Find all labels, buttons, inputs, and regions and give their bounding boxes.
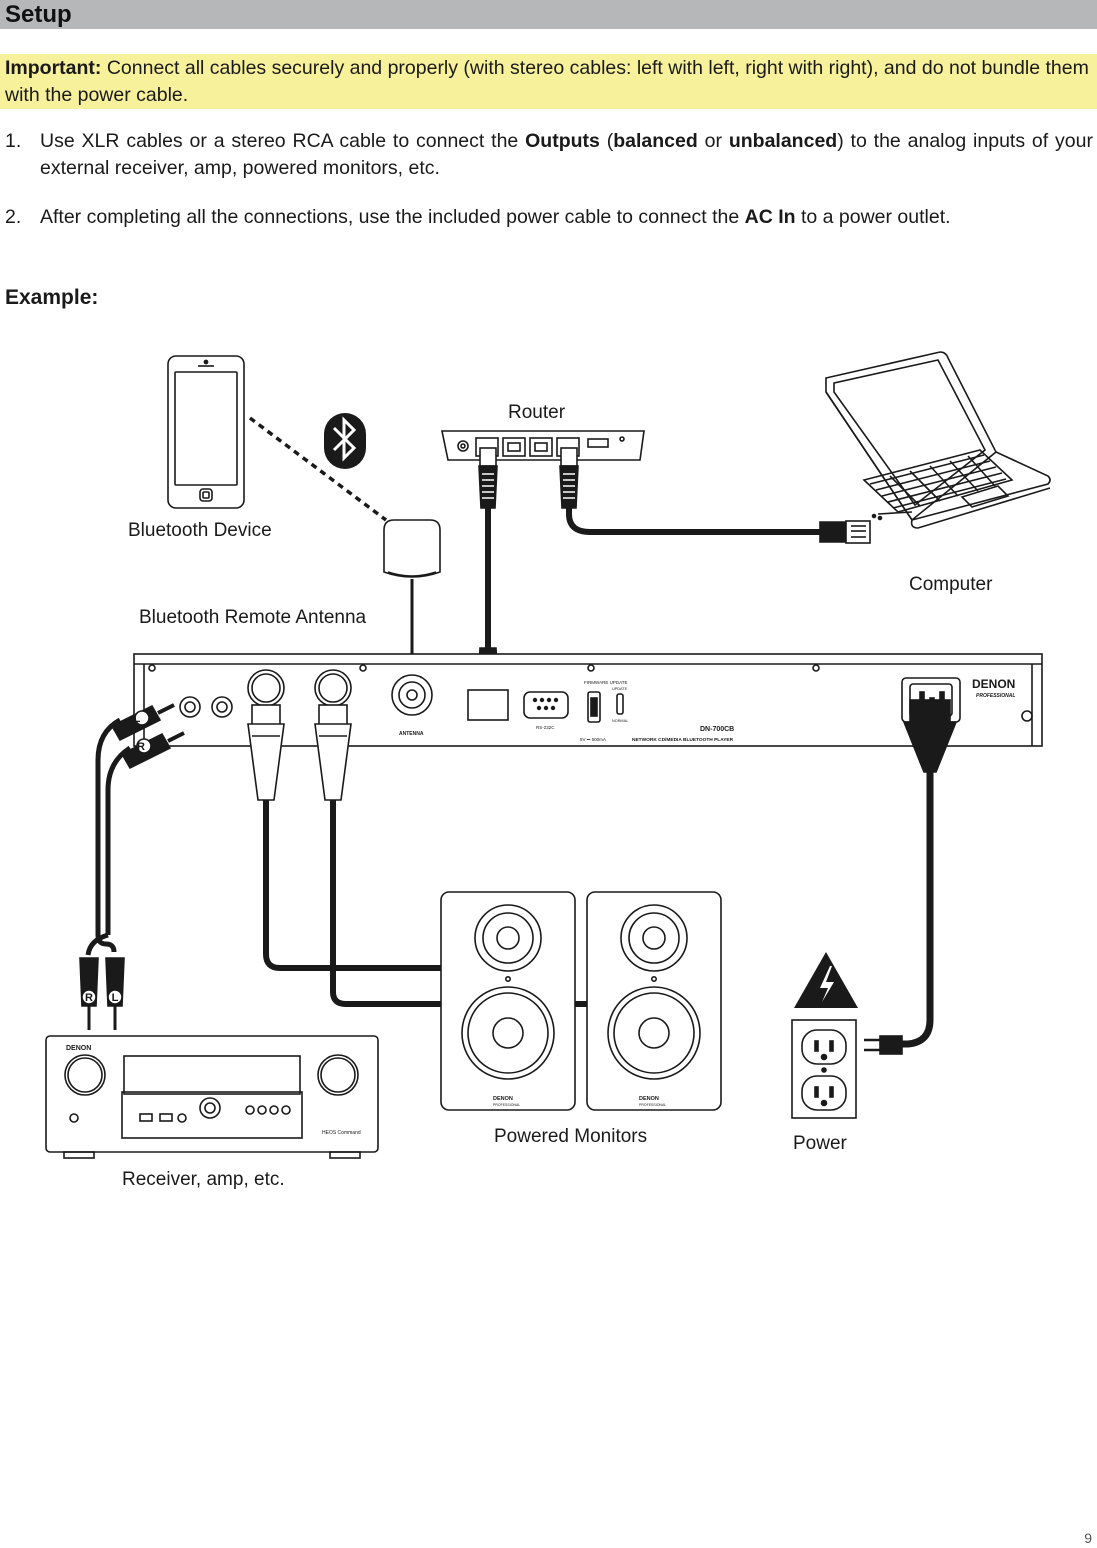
electrical-warning-icon bbox=[794, 952, 858, 1008]
step-1: 1. Use XLR cables or a stereo RCA cable … bbox=[0, 128, 1097, 182]
step-text: Use XLR cables or a stereo RCA cable to … bbox=[40, 130, 526, 152]
term-ac-in: AC In bbox=[744, 206, 796, 228]
important-label: Important: bbox=[5, 57, 102, 79]
antenna-port-label: ANTENNA bbox=[399, 731, 424, 737]
bluetooth-icon bbox=[324, 413, 366, 469]
step-text: or bbox=[697, 130, 729, 152]
firmware-label: FIRMWARE UPDATE bbox=[584, 680, 628, 685]
monitor-left bbox=[440, 891, 576, 1111]
receiver-brand: DENON bbox=[66, 1045, 91, 1052]
monitor-left-brand: DENON bbox=[493, 1096, 513, 1102]
steps-list: 1. Use XLR cables or a stereo RCA cable … bbox=[0, 128, 1097, 253]
step-number: 1. bbox=[5, 130, 22, 152]
router-icon bbox=[441, 430, 645, 461]
step-text: ( bbox=[599, 130, 614, 152]
receiver-icon bbox=[45, 1035, 379, 1159]
rca-label-r: R bbox=[137, 741, 145, 753]
example-heading: Example: bbox=[5, 286, 99, 309]
step-text: ) to the analog inputs of your external … bbox=[40, 130, 1093, 179]
xlr-cable-left bbox=[247, 704, 448, 971]
antenna-icon bbox=[383, 519, 441, 578]
step-text: to a power outlet. bbox=[795, 206, 951, 228]
label-receiver: Receiver, amp, etc. bbox=[122, 1169, 285, 1190]
label-powered-monitors: Powered Monitors bbox=[494, 1126, 647, 1147]
unit-brand: DENON bbox=[972, 677, 1015, 691]
laptop-icon bbox=[825, 351, 1051, 529]
ethernet-cable-computer bbox=[559, 447, 871, 544]
label-router: Router bbox=[508, 402, 566, 423]
important-text: Connect all cables securely and properly… bbox=[5, 57, 1089, 106]
monitor-right-brand: DENON bbox=[639, 1096, 659, 1102]
diagram-labels: Router Bluetooth Device Computer Bluetoo… bbox=[122, 402, 993, 1190]
unit-model: DN-700CB bbox=[700, 726, 734, 733]
switch-update-label: UPDATE bbox=[612, 687, 628, 691]
term-balanced: balanced bbox=[613, 130, 698, 152]
phone-icon bbox=[167, 355, 245, 509]
label-bluetooth-device: Bluetooth Device bbox=[128, 520, 272, 541]
connection-diagram: DENON PROFESSIONAL DN-700CB NETWORK CD/M… bbox=[45, 351, 1051, 1190]
monitor-right bbox=[586, 891, 722, 1111]
unit-model-desc: NETWORK CD/MEDIA BLUETOOTH PLAYER bbox=[632, 737, 734, 743]
rca-label-l: L bbox=[134, 713, 141, 725]
term-unbalanced: unbalanced bbox=[728, 130, 838, 152]
page-number: 9 bbox=[1084, 1530, 1092, 1546]
label-antenna: Bluetooth Remote Antenna bbox=[139, 607, 367, 628]
power-outlet-icon bbox=[791, 1019, 857, 1119]
label-power: Power bbox=[793, 1133, 848, 1154]
section-title: Setup bbox=[5, 1, 72, 28]
label-computer: Computer bbox=[909, 574, 993, 595]
rca-label-r-receiver: R bbox=[85, 992, 93, 1004]
player-rear-panel bbox=[133, 653, 1043, 747]
rca-cable bbox=[79, 703, 185, 1030]
section-header: Setup bbox=[0, 0, 1097, 29]
unit-brand-sub: PROFESSIONAL bbox=[976, 693, 1015, 699]
xlr-cable-right bbox=[314, 704, 592, 1007]
unit-text: DENON PROFESSIONAL DN-700CB NETWORK CD/M… bbox=[66, 677, 1015, 1136]
power-cable bbox=[864, 699, 958, 1055]
rca-label-l-receiver: L bbox=[112, 992, 119, 1004]
receiver-sub: HEOS Command bbox=[322, 1130, 361, 1136]
usb-power-label: 5V ⎓ 500mA bbox=[580, 737, 606, 742]
term-outputs: Outputs bbox=[525, 130, 600, 152]
monitor-left-sub: PROFESSIONAL bbox=[493, 1103, 520, 1107]
step-text: After completing all the connections, us… bbox=[40, 206, 745, 228]
monitor-right-sub: PROFESSIONAL bbox=[639, 1103, 666, 1107]
switch-normal-label: NORMAL bbox=[612, 719, 628, 723]
important-notice: Important: Connect all cables securely a… bbox=[0, 54, 1097, 109]
step-number: 2. bbox=[5, 206, 22, 228]
rs232-label: RS-232C bbox=[536, 725, 555, 730]
step-2: 2. After completing all the connections,… bbox=[0, 204, 1097, 231]
